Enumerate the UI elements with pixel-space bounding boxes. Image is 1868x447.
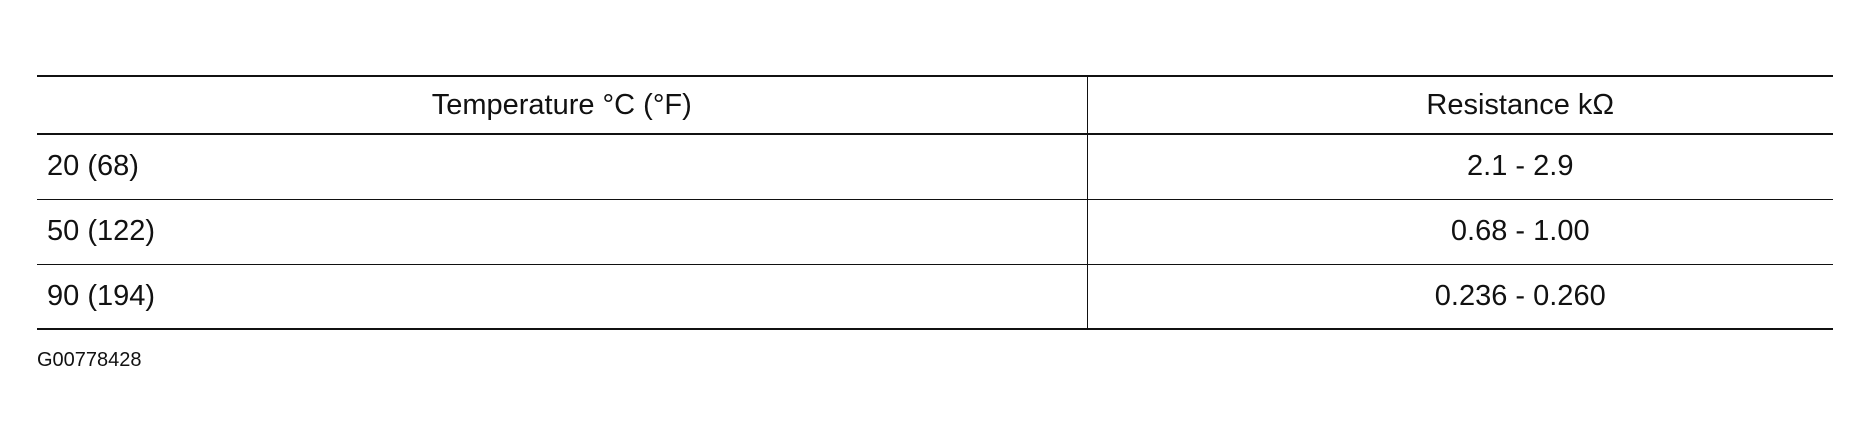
temperature-resistance-table: Temperature °C (°F) Resistance kΩ 20 (68…: [37, 75, 1833, 330]
header-temperature: Temperature °C (°F): [37, 75, 1088, 135]
table-header-row: Temperature °C (°F) Resistance kΩ: [37, 75, 1833, 135]
figure-id-label: G00778428: [37, 349, 142, 371]
temperature-cell: 90 (194): [37, 264, 1088, 330]
temperature-cell: 50 (122): [37, 199, 1088, 265]
resistance-cell: 0.68 - 1.00: [1087, 199, 1833, 265]
table-body: 20 (68) 2.1 - 2.9 50 (122) 0.68 - 1.00 9…: [37, 134, 1833, 330]
temperature-cell: 20 (68): [37, 134, 1088, 200]
resistance-cell: 2.1 - 2.9: [1087, 134, 1833, 200]
resistance-cell: 0.236 - 0.260: [1087, 264, 1833, 330]
table-row: 20 (68) 2.1 - 2.9: [37, 134, 1833, 200]
header-resistance: Resistance kΩ: [1087, 75, 1833, 135]
table-row: 90 (194) 0.236 - 0.260: [37, 264, 1833, 330]
table-row: 50 (122) 0.68 - 1.00: [37, 199, 1833, 265]
table-header: Temperature °C (°F) Resistance kΩ: [37, 75, 1833, 135]
